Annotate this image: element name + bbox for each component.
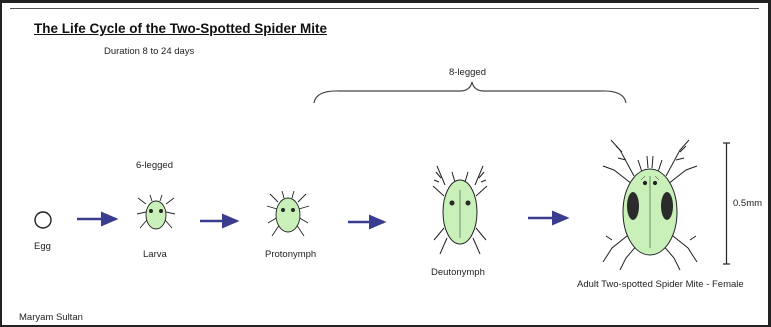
protonymph-drawing	[267, 191, 309, 236]
deutonymph-drawing	[433, 166, 487, 254]
scale-bar	[723, 143, 730, 264]
adult-mite-drawing	[603, 140, 697, 270]
egg-drawing	[35, 212, 51, 228]
larva-drawing	[137, 195, 175, 229]
brace	[314, 82, 626, 103]
